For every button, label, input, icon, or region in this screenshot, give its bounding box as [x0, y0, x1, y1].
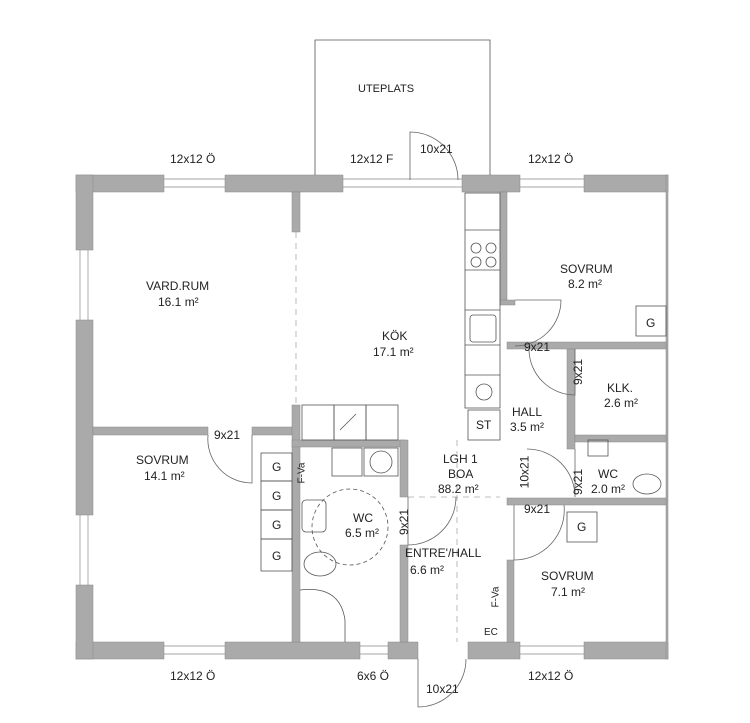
sovrum-se-area: 7.1 m²	[551, 585, 586, 599]
window-bottom-left: 12x12 Ö	[170, 669, 216, 683]
door-sovrum-se: 9x21	[524, 502, 551, 516]
wardrobe-g-ne: G	[646, 316, 656, 330]
door-wc-small: 9x21	[571, 468, 586, 496]
door-wc-big: 9x21	[397, 508, 412, 536]
outer-walls	[75, 174, 669, 660]
sovrum-ne-area: 8.2 m²	[568, 277, 603, 291]
sovrum-ne-name: SOVRUM	[560, 262, 613, 276]
door-swings	[207, 131, 576, 708]
sovrum-w-area: 14.1 m²	[144, 469, 185, 483]
window-bottom-mid: 6x6 Ö	[357, 669, 390, 683]
wardrobe-g-4: G	[272, 549, 282, 563]
door-patio: 10x21	[420, 142, 453, 156]
bathroom-fixtures	[299, 439, 662, 642]
ec-label: EC	[484, 627, 498, 638]
window-top-mid: 12x12 F	[350, 152, 394, 166]
hall-name: HALL	[512, 405, 543, 419]
uteplats-name: UTEPLATS	[358, 83, 415, 95]
stove-label: ST	[476, 418, 492, 432]
wardrobe-g-se: G	[577, 520, 587, 534]
sovrum-w-name: SOVRUM	[136, 453, 189, 467]
wc-small-area: 2.0 m²	[591, 482, 626, 496]
entre-area: 6.6 m²	[410, 563, 445, 577]
door-sovrum-w: 9x21	[214, 428, 241, 442]
vardrum-area: 16.1 m²	[158, 295, 199, 309]
window-top-left: 12x12 Ö	[170, 152, 216, 166]
window-bottom-right: 12x12 Ö	[528, 669, 574, 683]
kitchen-counter	[464, 192, 501, 441]
door-entry: 10x21	[426, 682, 459, 696]
window-top-right: 12x12 Ö	[528, 152, 574, 166]
apartment-name: LGH 1	[443, 452, 478, 466]
klk-name: KLK.	[607, 381, 634, 395]
wardrobe-g-2: G	[272, 489, 282, 503]
interior-walls	[92, 191, 667, 643]
door-hall: 10x21	[517, 455, 532, 489]
wc-big-area: 6.5 m²	[345, 526, 380, 540]
entre-name: ENTRE'/HALL	[405, 546, 482, 560]
apartment-boa: 88.2 m²	[438, 482, 479, 496]
wc-small-name: WC	[598, 467, 618, 481]
apartment-boa-label: BOA	[448, 467, 474, 481]
klk-area: 2.6 m²	[604, 396, 639, 410]
door-klk: 9x21	[571, 358, 586, 386]
window-openings	[79, 178, 584, 655]
kok-area: 17.1 m²	[373, 345, 414, 359]
uteplats-outline	[314, 39, 491, 175]
dashed-lines	[295, 232, 500, 642]
washer-dryer	[301, 404, 399, 441]
hall-area: 3.5 m²	[510, 420, 545, 434]
vardrum-name: VARD.RUM	[146, 279, 210, 293]
wardrobes	[260, 305, 667, 572]
fvv-label-wc: F-Va	[296, 462, 308, 484]
fvv-label-entre: F-Va	[490, 586, 502, 608]
sovrum-se-name: SOVRUM	[541, 569, 594, 583]
door-sovrum-ne: 9x21	[524, 340, 551, 354]
kok-name: KÖK	[382, 329, 408, 343]
wc-big-name: WC	[353, 511, 373, 525]
wardrobe-g-1: G	[272, 460, 282, 474]
wardrobe-g-3: G	[272, 518, 282, 532]
